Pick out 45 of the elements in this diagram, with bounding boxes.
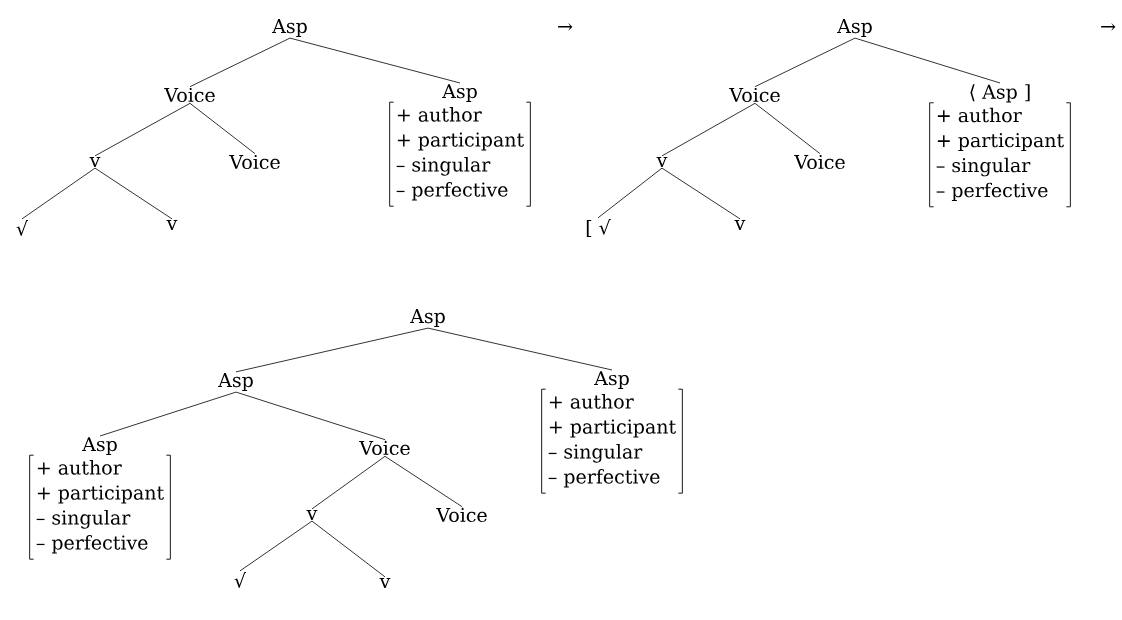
tree-branch bbox=[754, 102, 821, 155]
tree-label: √ bbox=[16, 220, 29, 236]
tree-label: v bbox=[306, 510, 318, 520]
transition-arrow: → bbox=[1101, 23, 1116, 31]
feature-matrix: Asp + author + participant – singular – perfective bbox=[389, 84, 531, 207]
tree-label: v bbox=[379, 578, 391, 588]
tree-branch bbox=[384, 455, 463, 508]
tree-label: v bbox=[89, 157, 101, 167]
tree-label: Asp bbox=[410, 309, 445, 327]
tree-label: [ √ bbox=[586, 219, 611, 237]
tree-branch bbox=[239, 520, 313, 572]
feature-matrix: ⟨ Asp ] + author + participant – singular – perfective bbox=[929, 84, 1071, 208]
tree-branch bbox=[94, 102, 191, 157]
tree-label: Asp bbox=[218, 373, 253, 391]
transition-arrow: → bbox=[558, 23, 573, 31]
tree-label: Voice bbox=[359, 440, 410, 456]
tree-branch bbox=[289, 37, 461, 84]
tree-label: √ bbox=[234, 572, 247, 588]
tree-branch bbox=[311, 520, 386, 578]
tree-label: Voice bbox=[729, 87, 780, 103]
tree-label: Asp bbox=[272, 19, 307, 37]
tree-label: Voice bbox=[794, 154, 845, 170]
tree-label: Voice bbox=[436, 507, 487, 523]
tree-branch bbox=[235, 327, 429, 373]
tree-label: Asp bbox=[837, 19, 872, 37]
tree-branch bbox=[311, 455, 386, 510]
tree-branch bbox=[189, 37, 291, 88]
tree-branch bbox=[427, 327, 613, 371]
tree-branch bbox=[235, 391, 386, 441]
tree-branch bbox=[597, 167, 663, 219]
tree-branch bbox=[21, 167, 96, 220]
feature-matrix: Asp + author + participant – singular – perfective bbox=[541, 371, 683, 494]
feature-matrix: Asp + author + participant – singular – perfective bbox=[29, 437, 171, 560]
tree-label: v bbox=[656, 157, 668, 167]
tree-branch bbox=[754, 37, 856, 88]
tree-branch bbox=[661, 167, 741, 220]
tree-branch bbox=[99, 391, 237, 437]
tree-label: Voice bbox=[164, 87, 215, 103]
tree-branch bbox=[661, 102, 756, 157]
tree-label: Voice bbox=[229, 154, 280, 170]
tree-label: v bbox=[166, 220, 178, 230]
tree-label: v bbox=[734, 220, 746, 230]
tree-branch bbox=[854, 37, 1001, 84]
tree-branch bbox=[189, 102, 256, 155]
tree-branch bbox=[94, 167, 173, 220]
